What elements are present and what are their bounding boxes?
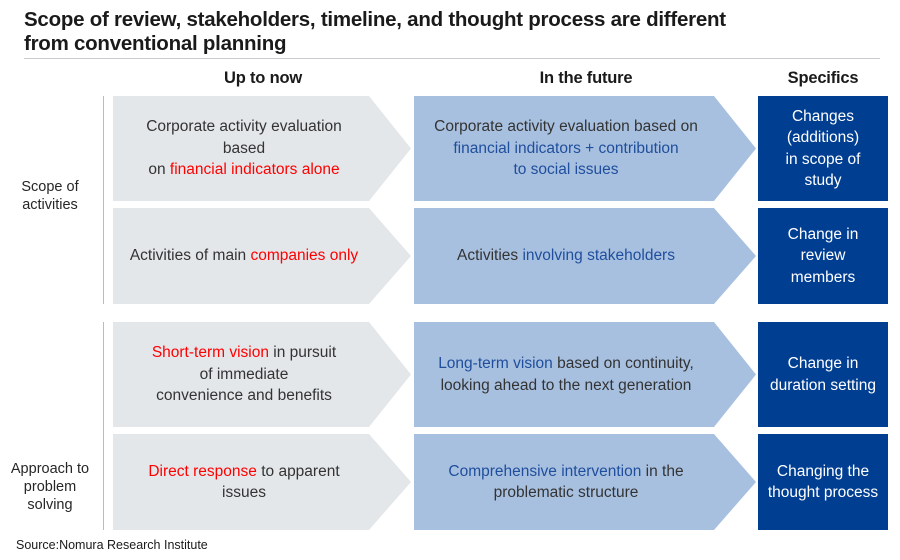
group-label-approach-to-problem-solving: Approach to problem solving: [0, 460, 100, 514]
arrow-in-the-future[interactable]: Activities involving stakeholders: [414, 208, 756, 304]
text-highlight-red: companies only: [250, 247, 359, 265]
table-row: Corporate activity evaluation based on f…: [0, 96, 900, 201]
page-title: Scope of review, stakeholders, timeline,…: [24, 8, 876, 56]
arrow-in-the-future[interactable]: Long-term vision based on continuity, lo…: [414, 322, 756, 427]
text-plain: to apparent issues: [222, 462, 340, 501]
page-title-line-2: from conventional planning: [24, 32, 287, 55]
specifics-line: Change in: [787, 355, 859, 372]
specifics-box[interactable]: Change in duration setting: [758, 322, 888, 427]
source-note: Source:Nomura Research Institute: [16, 538, 208, 552]
table-row: Activities of main companies only Activi…: [0, 208, 900, 304]
text-plain: Corporate activity evaluation based on: [434, 118, 698, 136]
text-plain: in the: [641, 462, 684, 480]
specifics-box-text: Changes (additions) in scope of study: [758, 106, 888, 192]
arrow-up-to-now-text: Direct response to apparent issues: [127, 461, 361, 504]
text-plain: Activities: [457, 247, 523, 265]
text-highlight-red: Direct response: [148, 462, 257, 480]
arrow-up-to-now-text: Short-term vision in pursuit of immediat…: [127, 342, 361, 407]
text-plain: problematic structure: [493, 484, 639, 501]
specifics-line: Changes: [791, 107, 855, 125]
group-divider-approach: [103, 322, 105, 530]
text-plain: convenience and benefits: [156, 387, 332, 405]
group-label-scope-of-activities: Scope of activities: [0, 178, 100, 214]
group-label-approach-line-3: solving: [27, 497, 73, 513]
specifics-box[interactable]: Changes (additions) in scope of study: [758, 96, 888, 201]
text-plain: Corporate activity evaluation based: [146, 118, 342, 157]
specifics-line: (additions): [786, 129, 860, 146]
arrow-in-the-future[interactable]: Corporate activity evaluation based on f…: [414, 96, 756, 201]
specifics-line: study: [804, 172, 842, 189]
arrow-up-to-now-text: Activities of main companies only: [127, 245, 361, 267]
arrow-in-the-future[interactable]: Comprehensive intervention in the proble…: [414, 434, 756, 530]
column-header-in-the-future: In the future: [539, 69, 633, 87]
column-header-specifics: Specifics: [787, 69, 859, 87]
text-highlight-red: financial indicators alone: [169, 161, 340, 179]
specifics-line: Change in: [787, 225, 859, 243]
specifics-box-text: Change in review members: [758, 224, 888, 289]
specifics-line: thought process: [767, 484, 879, 501]
group-label-approach-line-1: Approach to: [10, 461, 90, 477]
specifics-line: Changing the: [776, 462, 870, 480]
arrow-in-the-future-text: Comprehensive intervention in the proble…: [428, 461, 704, 504]
text-highlight-blue: financial indicators + contribution: [453, 139, 679, 157]
group-label-scope-line-2: activities: [22, 197, 78, 213]
specifics-box[interactable]: Changing the thought process: [758, 434, 888, 530]
text-highlight-blue: to social issues: [513, 161, 619, 179]
title-divider: [24, 58, 880, 59]
text-highlight-blue: involving stakeholders: [522, 247, 675, 265]
page-title-line-1: Scope of review, stakeholders, timeline,…: [24, 8, 726, 31]
arrow-in-the-future-text: Corporate activity evaluation based on f…: [428, 116, 704, 181]
group-label-scope-line-1: Scope of: [21, 179, 79, 195]
text-plain: Activities of main: [129, 247, 251, 265]
text-plain: based on continuity,: [552, 355, 694, 372]
text-plain: looking ahead to the next generation: [440, 376, 692, 394]
table-row: Short-term vision in pursuit of immediat…: [0, 322, 900, 427]
text-plain: of immediate: [199, 365, 289, 383]
arrow-up-to-now[interactable]: Short-term vision in pursuit of immediat…: [113, 322, 411, 427]
text-highlight-blue: Comprehensive intervention: [448, 462, 642, 480]
text-highlight-red: Short-term vision: [151, 344, 269, 362]
specifics-line: members: [790, 268, 856, 286]
group-divider-scope: [103, 96, 105, 304]
arrow-up-to-now[interactable]: Direct response to apparent issues: [113, 434, 411, 530]
text-plain: in pursuit: [268, 344, 337, 362]
arrow-up-to-now-text: Corporate activity evaluation based on f…: [127, 116, 361, 181]
arrow-up-to-now[interactable]: Corporate activity evaluation based on f…: [113, 96, 411, 201]
text-plain: on: [148, 161, 170, 179]
specifics-line: review: [800, 247, 846, 265]
group-label-approach-line-2: problem: [23, 479, 77, 495]
table-row: Direct response to apparent issues Compr…: [0, 434, 900, 530]
column-header-up-to-now: Up to now: [224, 69, 302, 87]
specifics-box-text: Change in duration setting: [758, 353, 888, 396]
arrow-in-the-future-text: Activities involving stakeholders: [428, 245, 704, 267]
specifics-box[interactable]: Change in review members: [758, 208, 888, 304]
arrow-in-the-future-text: Long-term vision based on continuity, lo…: [428, 353, 704, 396]
specifics-line: duration setting: [770, 376, 876, 394]
arrow-up-to-now[interactable]: Activities of main companies only: [113, 208, 411, 304]
text-highlight-blue: Long-term vision: [438, 355, 553, 372]
specifics-box-text: Changing the thought process: [758, 461, 888, 504]
specifics-line: in scope of: [785, 150, 861, 168]
